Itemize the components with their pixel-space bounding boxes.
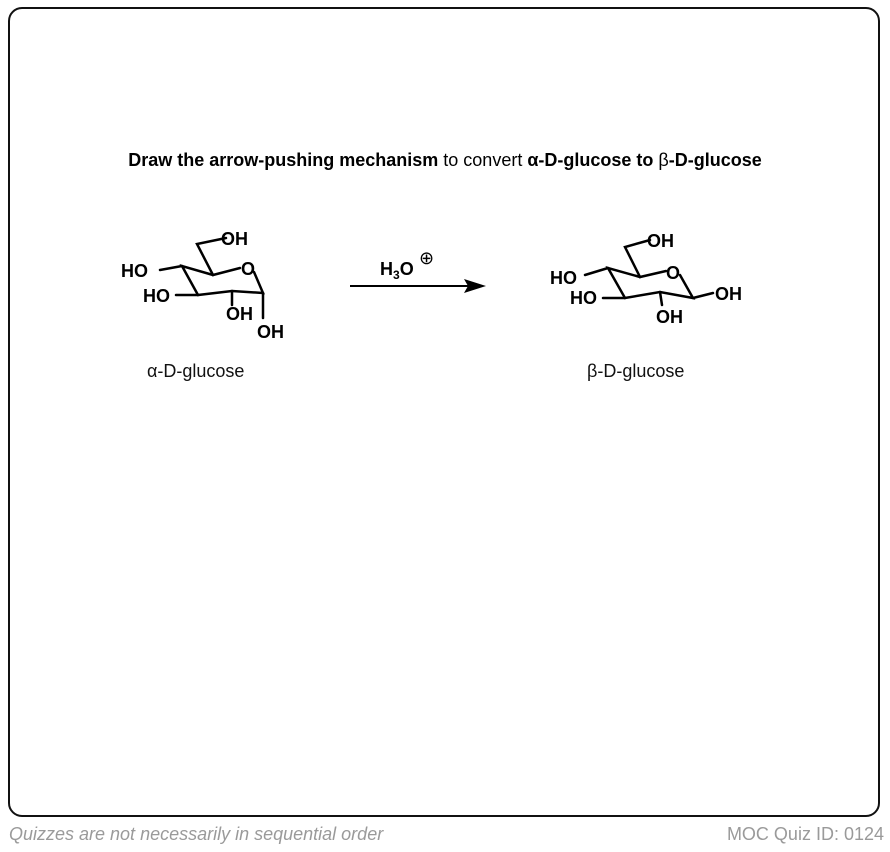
atom-ho: HO [550,268,577,288]
question-prompt: Draw the arrow-pushing mechanism to conv… [0,150,890,171]
atom-oh: OH [656,307,683,327]
reaction-arrow [350,279,486,293]
atom-oh: OH [647,231,674,251]
atom-oh: OH [221,229,248,249]
prompt-bold-1: Draw the arrow-pushing mechanism [128,150,439,170]
prompt-bold-2: α-D-glucose to [527,150,659,170]
atom-ho: HO [121,261,148,281]
reactant-name: α-D-glucose [147,361,245,381]
prompt-text: to convert [438,150,528,170]
alpha-glucose-structure [158,236,265,320]
product-name: β-D-glucose [587,361,685,381]
quiz-id: MOC Quiz ID: 0124 [726,824,884,844]
atom-ho: HO [143,286,170,306]
atom-oh: OH [257,322,284,342]
footer-note: Quizzes are not necessarily in sequentia… [9,824,384,844]
svg-text:H3O: H3O [380,259,414,282]
quiz-card [8,7,880,817]
prompt-bold-3: -D-glucose [668,150,762,170]
prompt-beta: β [658,150,669,170]
beta-glucose-structure [583,238,715,307]
atom-ho: HO [570,288,597,308]
positive-charge-icon: ⊕ [419,248,434,268]
atom-oh: OH [226,304,253,324]
atom-o: O [666,263,680,283]
atom-o: O [241,259,255,279]
atom-oh: OH [715,284,742,304]
reagent-label: H3O ⊕ [380,248,434,282]
